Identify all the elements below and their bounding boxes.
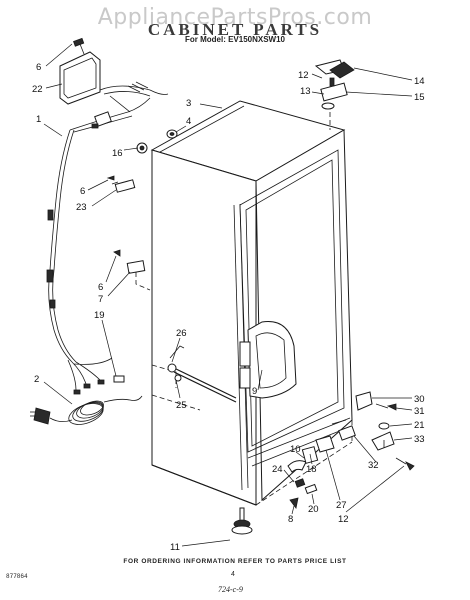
callout-7: 7	[98, 294, 103, 305]
callout-25: 25	[176, 400, 187, 411]
callout-24: 24	[272, 464, 283, 475]
callout-3: 3	[186, 98, 191, 109]
clip-19	[113, 375, 125, 383]
lower-hardware	[287, 435, 335, 509]
hinge-bracket-right	[355, 391, 397, 411]
cabinet-front-frame	[255, 129, 353, 502]
grommet-16	[136, 142, 148, 154]
rod-assembly	[167, 345, 237, 403]
hinge-32	[331, 419, 356, 441]
cabinet-side-face	[151, 149, 257, 506]
callout-22: 22	[32, 84, 43, 95]
page-number: 4	[231, 571, 235, 578]
inner-duct-assembly	[239, 321, 297, 399]
wiring-harness	[46, 81, 169, 395]
callout-1: 1	[36, 114, 41, 125]
diagram-title: CABINET PARTS	[147, 20, 323, 39]
callout-15: 15	[414, 92, 425, 103]
callout-2: 2	[34, 374, 39, 385]
callout-19: 19	[94, 310, 105, 321]
callout-6-top: 6	[36, 62, 41, 73]
callout-20: 20	[308, 504, 319, 515]
callout-21: 21	[414, 420, 425, 431]
leveling-leg-11	[231, 507, 253, 535]
callout-labels: 1 2 3 4 6 22 16 6 23 6 7 19 26 25 9 12 1…	[32, 62, 425, 553]
callout-12-top: 12	[298, 70, 309, 81]
hinge-bracket-top	[314, 59, 355, 130]
callout-6-mid: 6	[80, 186, 85, 197]
callout-16: 16	[112, 148, 123, 159]
revision-code: 724-c-9	[218, 585, 243, 594]
clip-23	[106, 175, 136, 193]
leader-lines	[43, 43, 413, 547]
callout-26: 26	[176, 328, 187, 339]
power-cord	[30, 395, 143, 425]
callout-13: 13	[300, 86, 311, 97]
callout-33: 33	[414, 434, 425, 445]
callout-4: 4	[186, 116, 191, 127]
callout-27: 27	[336, 500, 347, 511]
callout-11: 11	[170, 542, 180, 553]
callout-10: 10	[290, 444, 301, 455]
callout-12-bottom: 12	[338, 514, 349, 525]
control-bracket	[59, 37, 101, 105]
cabinet-body	[150, 100, 353, 506]
callout-30: 30	[414, 394, 425, 405]
ordering-note: FOR ORDERING INFORMATION REFER TO PARTS …	[123, 558, 347, 565]
callout-32: 32	[368, 460, 379, 471]
callout-23: 23	[76, 202, 87, 213]
callout-9: 9	[252, 386, 257, 397]
model-number: For Model: EV150NXSW10	[184, 35, 286, 44]
callout-6-low: 6	[98, 282, 103, 293]
callout-14: 14	[414, 76, 425, 87]
callout-31: 31	[414, 406, 425, 417]
hinge-pin-21	[371, 422, 395, 451]
callout-18: 18	[306, 464, 317, 475]
bracket-7	[113, 249, 151, 291]
callout-8: 8	[288, 514, 293, 525]
document-code: 877864	[6, 573, 28, 580]
screw-12b	[395, 457, 415, 471]
grommet-4	[166, 129, 178, 139]
